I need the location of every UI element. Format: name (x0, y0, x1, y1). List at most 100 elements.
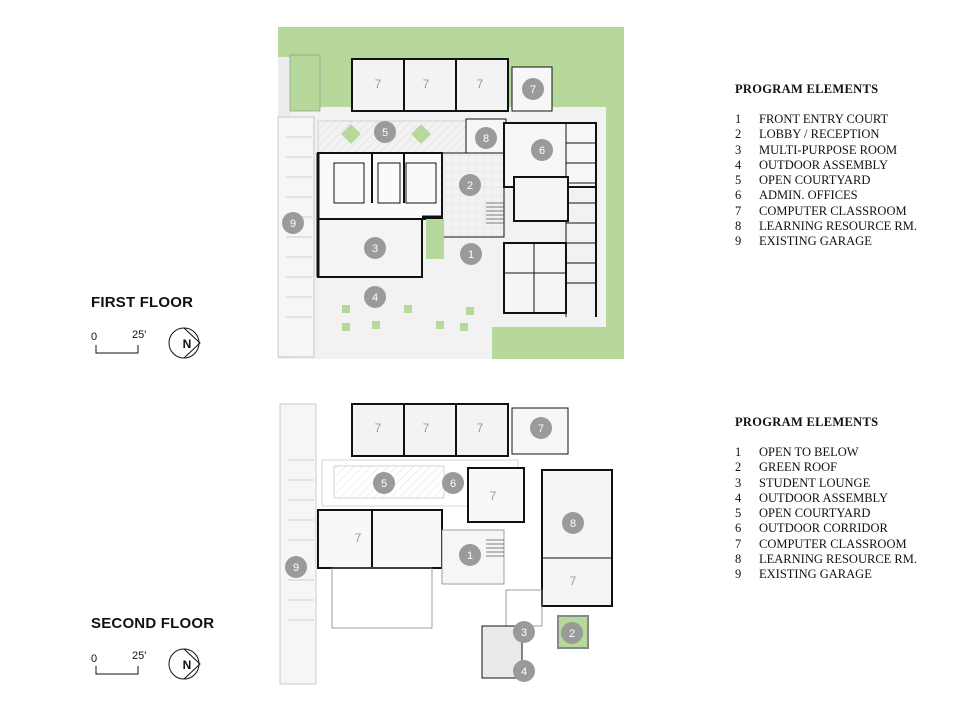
marker: 1 (460, 243, 482, 265)
marker: 7 (375, 77, 382, 91)
svg-text:6: 6 (539, 145, 545, 157)
svg-text:3: 3 (372, 243, 378, 255)
marker: 7 (423, 77, 430, 91)
existing-garage (279, 403, 317, 685)
marker: 1 (459, 544, 481, 566)
second-floor-scale: 0 25' N (90, 645, 210, 685)
first-floor-title: FIRST FLOOR (91, 294, 194, 311)
svg-text:7: 7 (538, 423, 544, 435)
first-floor-scale: 0 25' N (90, 325, 210, 365)
svg-text:8: 8 (570, 518, 576, 530)
svg-text:7: 7 (375, 421, 382, 435)
plan-markers-first: 7 7 7 7 5 8 6 2 9 3 1 4 (282, 77, 553, 308)
marker: 6 (442, 472, 464, 494)
plan-markers-second: 7 7 7 7 5 6 7 7 8 1 9 7 3 2 4 (285, 417, 584, 682)
svg-text:7: 7 (375, 77, 382, 91)
svg-text:4: 4 (372, 292, 378, 304)
svg-text:7: 7 (355, 531, 362, 545)
marker: 6 (531, 139, 553, 161)
svg-text:3: 3 (521, 627, 527, 639)
classroom-row (351, 403, 569, 457)
svg-text:7: 7 (530, 84, 536, 96)
marker: 4 (513, 660, 535, 682)
svg-text:7: 7 (477, 421, 484, 435)
classroom-row (351, 58, 553, 112)
scale-start-label: 0 (91, 653, 97, 665)
marker: 8 (562, 512, 584, 534)
svg-text:N: N (183, 337, 192, 351)
svg-text:6: 6 (450, 478, 456, 490)
building-walls (317, 467, 613, 607)
svg-text:7: 7 (423, 77, 430, 91)
svg-text:5: 5 (382, 127, 388, 139)
svg-text:9: 9 (293, 562, 299, 574)
marker: 7 (375, 421, 382, 435)
existing-garage (277, 116, 315, 358)
svg-text:N: N (183, 658, 192, 672)
svg-text:7: 7 (423, 421, 430, 435)
marker: 7 (522, 78, 544, 100)
north-arrow-icon: N (168, 327, 201, 359)
svg-text:5: 5 (381, 478, 387, 490)
scale-end-label: 25' (132, 329, 146, 341)
svg-text:8: 8 (483, 133, 489, 145)
second-floor-drawing: 7 7 7 7 5 6 7 7 8 1 9 7 3 2 4 (279, 403, 613, 685)
north-arrow-icon: N (168, 648, 201, 680)
marker: 5 (374, 121, 396, 143)
marker: 2 (561, 622, 583, 644)
legend-title: PROGRAM ELEMENTS (735, 82, 879, 96)
scale-bar (95, 345, 139, 354)
svg-text:7: 7 (570, 574, 577, 588)
second-floor-plan: 7 7 7 7 5 6 7 7 8 1 9 7 3 2 4 (276, 400, 626, 690)
first-floor-plan: 7 7 7 7 5 8 6 2 9 3 1 4 (276, 27, 626, 367)
svg-text:2: 2 (467, 180, 473, 192)
first-floor-drawing: 7 7 7 7 5 8 6 2 9 3 1 4 (277, 27, 624, 359)
svg-text:4: 4 (521, 666, 527, 678)
stair (486, 202, 504, 224)
marker: 8 (475, 127, 497, 149)
marker: 7 (477, 77, 484, 91)
marker: 4 (364, 286, 386, 308)
marker: 9 (282, 212, 304, 234)
marker: 7 (477, 421, 484, 435)
marker: 5 (373, 472, 395, 494)
marker: 3 (513, 621, 535, 643)
svg-text:2: 2 (569, 628, 575, 640)
marker: 7 (355, 531, 362, 545)
marker: 2 (459, 174, 481, 196)
svg-text:1: 1 (467, 550, 473, 562)
svg-text:1: 1 (468, 249, 474, 261)
marker: 9 (285, 556, 307, 578)
stair (486, 539, 504, 557)
svg-text:9: 9 (290, 218, 296, 230)
svg-text:7: 7 (477, 77, 484, 91)
marker: 7 (490, 489, 497, 503)
marker: 7 (530, 417, 552, 439)
scale-bar (95, 666, 139, 675)
marker: 3 (364, 237, 386, 259)
scale-start-label: 0 (91, 331, 97, 343)
second-floor-title: SECOND FLOOR (91, 615, 215, 632)
scale-end-label: 25' (132, 650, 146, 662)
marker: 7 (423, 421, 430, 435)
svg-text:7: 7 (490, 489, 497, 503)
